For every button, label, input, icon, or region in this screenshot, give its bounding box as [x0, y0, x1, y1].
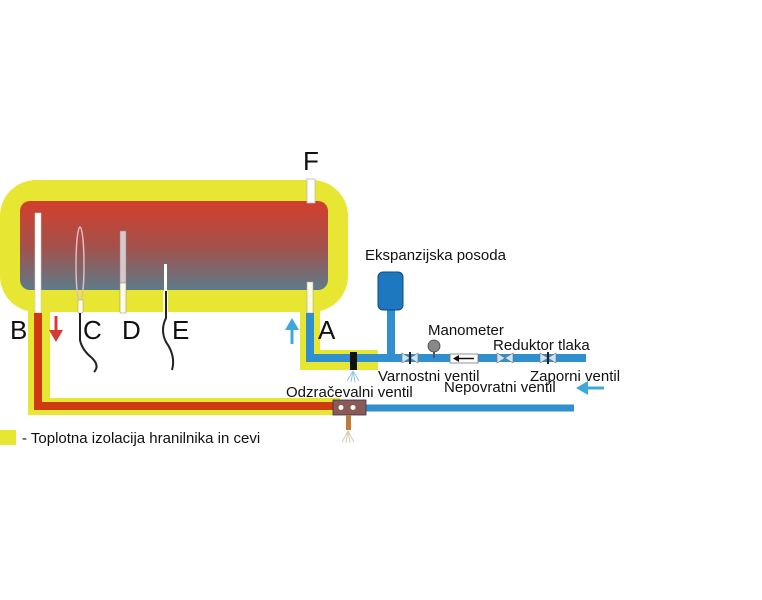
label-a: A	[318, 315, 336, 345]
air-vent-device	[350, 352, 357, 370]
manometer-label: Manometer	[428, 322, 504, 339]
wire-e	[162, 291, 175, 371]
thermostat-d-top	[119, 230, 127, 284]
label-e: E	[172, 315, 189, 345]
cold-inlet-rod-a	[306, 281, 314, 314]
cold-pipe-insulation	[300, 300, 378, 370]
cold-flow-arrow-icon	[285, 318, 299, 344]
hot-water-pipe	[34, 313, 338, 410]
anode-f	[306, 178, 316, 204]
sensor-e	[164, 264, 167, 291]
thermostat-d-bottom	[119, 282, 127, 314]
label-b: B	[10, 315, 27, 345]
pressure-reducer-icon[interactable]	[496, 352, 514, 364]
wire-c	[79, 313, 98, 373]
legend-insulation-label: - Toplotna izolacija hranilnika in cevi	[22, 430, 260, 447]
label-f: F	[303, 146, 319, 176]
manometer-icon[interactable]	[427, 339, 441, 353]
legend-insulation-swatch	[0, 430, 16, 445]
heater-rod-c	[77, 299, 84, 314]
expansion-vessel-label: Ekspanzijska posoda	[365, 247, 507, 264]
expansion-vessel	[377, 271, 404, 311]
check-valve-icon[interactable]	[449, 353, 479, 364]
drain-spray-icon	[341, 430, 355, 444]
spray-icon	[346, 370, 360, 383]
safety-valve-icon[interactable]	[401, 352, 419, 364]
label-c: C	[83, 315, 102, 345]
check-valve-label: Nepovratni ventil	[444, 379, 556, 396]
hot-flow-arrow-icon	[49, 316, 63, 342]
drain-valve-label: Odzračevalni ventil	[286, 384, 413, 401]
tank	[20, 201, 328, 290]
cold-water-pipe	[306, 313, 586, 362]
pressure-reducer-label: Reduktor tlaka	[493, 337, 590, 354]
drain-valve-icon[interactable]	[332, 399, 367, 430]
safety-valve-label: Varnostni ventil	[378, 368, 479, 385]
shutoff-valve-icon[interactable]	[539, 352, 557, 364]
shutoff-valve-label: Zaporni ventil	[530, 368, 620, 385]
label-d: D	[122, 315, 141, 345]
inflow-arrow-icon	[576, 381, 604, 395]
hot-outlet-rod-b	[34, 212, 42, 314]
